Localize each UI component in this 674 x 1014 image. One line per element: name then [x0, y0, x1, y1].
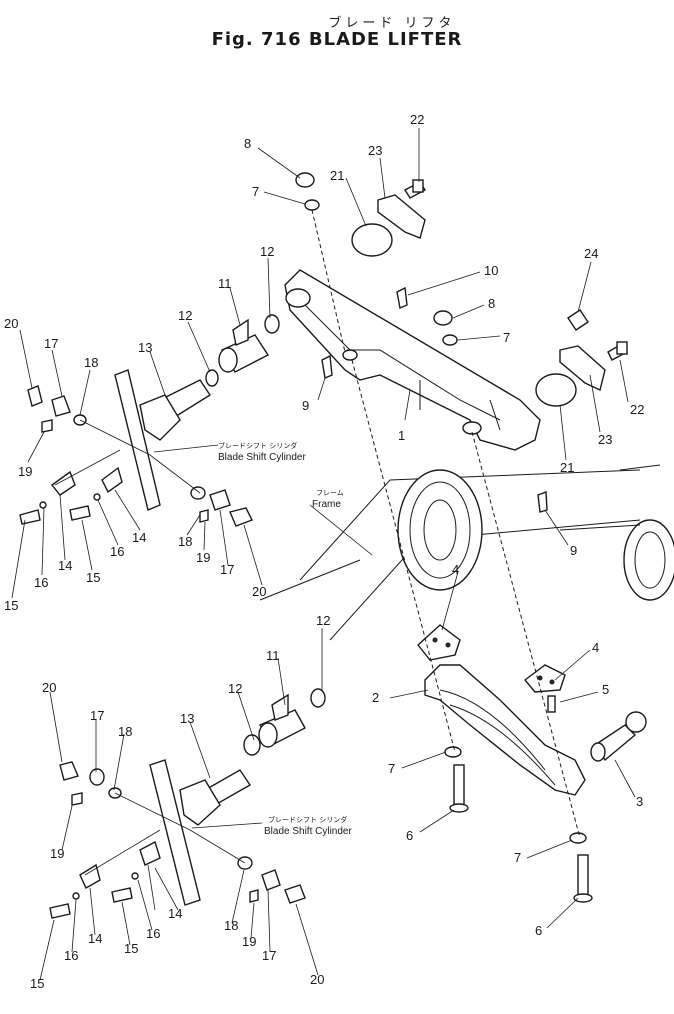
leader-lines: [11, 128, 636, 981]
callout-21-b: 21: [560, 460, 574, 475]
pin-5: [547, 695, 556, 713]
callout-15-c: 15: [30, 976, 44, 991]
callout-12-a: 12: [260, 244, 274, 259]
grease-fitting-9-a: [321, 354, 333, 379]
callout-6-b: 6: [535, 923, 542, 938]
bracket-4-upper: [417, 624, 461, 661]
callout-16-c: 16: [64, 948, 78, 963]
callout-3: 3: [636, 794, 643, 809]
nut-8-a: [295, 172, 315, 188]
callout-14-b: 14: [132, 530, 146, 545]
callout-5: 5: [602, 682, 609, 697]
frame-note: Frame: [312, 499, 341, 510]
plate-21-a: [351, 223, 393, 257]
washer-7-a: [304, 199, 320, 211]
callout-12-d: 12: [228, 681, 242, 696]
callout-13-b: 13: [180, 711, 194, 726]
callout-20-d: 20: [310, 972, 324, 987]
callout-22-a: 22: [410, 112, 424, 127]
callout-20-a: 20: [4, 316, 18, 331]
callout-16-b: 16: [110, 544, 124, 559]
callout-4-b: 4: [592, 640, 599, 655]
lock-plate-23-b: [559, 345, 606, 391]
callout-7-c: 7: [388, 761, 395, 776]
callout-15-a: 15: [4, 598, 18, 613]
cylinder-note-upper: Blade Shift Cylinder: [218, 452, 306, 463]
washer-7-b: [442, 334, 458, 346]
callout-19-d: 19: [242, 934, 256, 949]
callout-15-d: 15: [124, 941, 138, 956]
bolt-6-right: [573, 854, 593, 903]
callout-19-b: 19: [196, 550, 210, 565]
callout-14-d: 14: [168, 906, 182, 921]
grease-fitting-10: [396, 286, 408, 309]
callout-8-b: 8: [488, 296, 495, 311]
callout-23-a: 23: [368, 143, 382, 158]
callout-6-a: 6: [406, 828, 413, 843]
callout-1: 1: [398, 428, 405, 443]
callout-8-a: 8: [244, 136, 251, 151]
callout-16-a: 16: [34, 575, 48, 590]
callout-9-a: 9: [302, 398, 309, 413]
frame: [259, 464, 674, 641]
callout-24: 24: [584, 246, 598, 261]
callout-18-d: 18: [224, 918, 238, 933]
nut-8-b: [433, 310, 453, 326]
callout-12-b: 12: [178, 308, 192, 323]
callout-21-a: 21: [330, 168, 344, 183]
callout-9-b: 9: [570, 543, 577, 558]
callout-14-c: 14: [88, 931, 102, 946]
callout-12-c: 12: [316, 613, 330, 628]
callout-18-c: 18: [118, 724, 132, 739]
callout-22-b: 22: [630, 402, 644, 417]
callout-14-a: 14: [58, 558, 72, 573]
pin-3: [590, 711, 647, 762]
callout-17-a: 17: [44, 336, 58, 351]
callout-23-b: 23: [598, 432, 612, 447]
title-japanese: ブレード リフタ: [328, 16, 456, 31]
callout-20-b: 20: [252, 584, 266, 599]
callout-11-b: 11: [266, 648, 280, 663]
callout-4-a: 4: [452, 562, 459, 577]
callout-10: 10: [484, 263, 498, 278]
cylinder-note-jp-upper: ブレードシフト シリンダ: [218, 441, 297, 450]
callout-19-a: 19: [18, 464, 32, 479]
figure-title: Fig. 716 BLADE LIFTER: [211, 29, 463, 50]
bolt-6-left: [449, 764, 469, 813]
callout-15-b: 15: [86, 570, 100, 585]
bushing-24: [567, 309, 589, 331]
frame-note-jp: フレーム: [316, 489, 344, 497]
callout-7-a: 7: [252, 184, 259, 199]
lock-plate-23-a: [377, 194, 426, 239]
title-block: ブレード リフタ Fig. 716 BLADE LIFTER: [0, 12, 674, 50]
callout-13-a: 13: [138, 340, 152, 355]
bracket-4-lower: [523, 664, 566, 693]
callout-16-d: 16: [146, 926, 160, 941]
callout-11-a: 11: [218, 276, 232, 291]
bolt-22-b-head: [616, 341, 628, 355]
callout-7-d: 7: [514, 850, 521, 865]
callout-17-d: 17: [262, 948, 276, 963]
bolt-22-a-head: [412, 179, 424, 193]
callout-18-a: 18: [84, 355, 98, 370]
plate-21-b: [535, 373, 577, 407]
callout-20-c: 20: [42, 680, 56, 695]
callout-2: 2: [372, 690, 379, 705]
callout-19-c: 19: [50, 846, 64, 861]
callout-17-c: 17: [90, 708, 104, 723]
callout-18-b: 18: [178, 534, 192, 549]
lower-cylinder-assembly: [49, 688, 326, 919]
callout-7-b: 7: [503, 330, 510, 345]
washer-7-d: [569, 832, 587, 844]
cylinder-note-jp-lower: ブレードシフト シリンダ: [268, 815, 347, 824]
lower-cap: [424, 664, 586, 796]
callout-labels: 1 2 3 4 4 5 6 6 7 7 7 7 8 8 9 9 10 11 11…: [4, 112, 644, 991]
cylinder-note-lower: Blade Shift Cylinder: [264, 826, 352, 837]
upper-cylinder-assembly: [19, 314, 280, 527]
grease-fitting-9-b: [537, 491, 548, 513]
lifter-arm: [284, 269, 541, 451]
callout-17-b: 17: [220, 562, 234, 577]
washer-7-c: [444, 746, 462, 758]
